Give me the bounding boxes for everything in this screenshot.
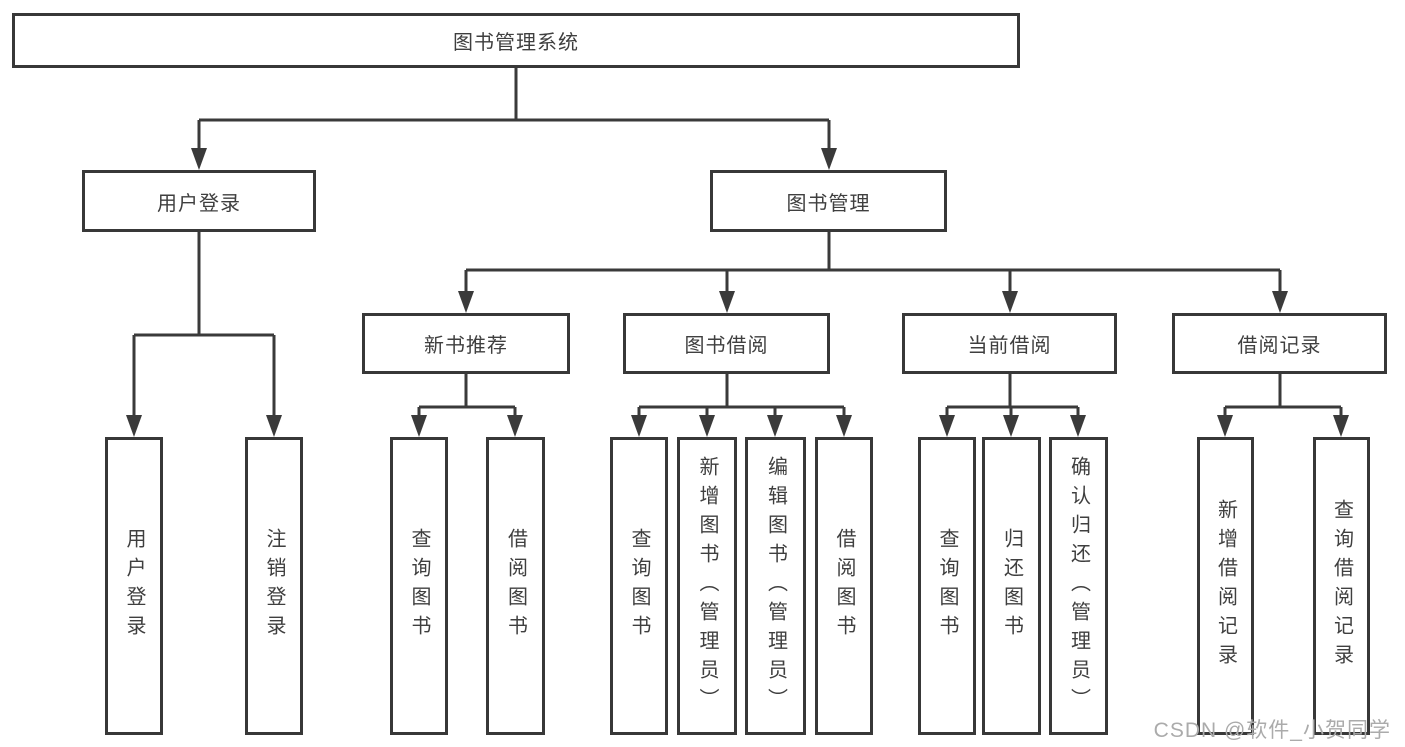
node-label: 归还图书 xyxy=(1000,528,1023,644)
node-label: 新增借阅记录 xyxy=(1214,499,1237,673)
node-label: 新增图书（管理员） xyxy=(696,455,718,717)
node-borrow-records: 借阅记录 xyxy=(1172,313,1387,374)
node-label: 借阅图书 xyxy=(504,528,527,644)
leaf-add-borrow-record: 新增借阅记录 xyxy=(1197,437,1254,735)
leaf-add-book-admin: 新增图书（管理员） xyxy=(677,437,737,735)
leaf-confirm-return-admin: 确认归还（管理员） xyxy=(1049,437,1108,735)
leaf-edit-book-admin: 编辑图书（管理员） xyxy=(745,437,806,735)
leaf-query-borrow-record: 查询借阅记录 xyxy=(1313,437,1370,735)
node-label: 编辑图书（管理员） xyxy=(764,455,787,717)
node-root-system: 图书管理系统 xyxy=(12,13,1020,68)
leaf-return-book: 归还图书 xyxy=(982,437,1041,735)
leaf-user-login: 用户登录 xyxy=(105,437,163,735)
node-label: 新书推荐 xyxy=(424,335,508,357)
node-label: 查询图书 xyxy=(628,528,650,644)
leaf-borrow-book-newrec: 借阅图书 xyxy=(486,437,545,735)
node-label: 确认归还（管理员） xyxy=(1067,455,1090,717)
node-label: 图书借阅 xyxy=(684,335,769,357)
leaf-query-book-newrec: 查询图书 xyxy=(390,437,448,735)
leaf-borrow-book-borrow: 借阅图书 xyxy=(815,437,873,735)
connector-root-to-level2 xyxy=(191,68,837,170)
node-label: 借阅图书 xyxy=(833,528,855,644)
connector-userlogin-to-leaves xyxy=(126,232,282,437)
connector-bookborrow-to-leaves xyxy=(631,374,852,437)
node-label: 注销登录 xyxy=(263,528,285,644)
node-label: 当前借阅 xyxy=(967,335,1052,357)
node-current-borrowing: 当前借阅 xyxy=(902,313,1117,374)
connector-borrowrecords-to-leaves xyxy=(1217,374,1349,437)
leaf-logout: 注销登录 xyxy=(245,437,303,735)
node-label: 借阅记录 xyxy=(1237,335,1322,357)
connector-currentborrow-to-leaves xyxy=(939,374,1086,437)
connector-newbookrec-to-leaves xyxy=(411,374,523,437)
node-label: 图书管理系统 xyxy=(453,32,579,54)
node-label: 查询图书 xyxy=(408,528,430,644)
node-label: 查询图书 xyxy=(936,528,958,644)
node-label: 用户登录 xyxy=(123,528,145,644)
node-label: 图书管理 xyxy=(786,192,871,215)
connector-bookmgmt-to-level3 xyxy=(458,232,1288,313)
node-book-borrowing: 图书借阅 xyxy=(623,313,830,374)
node-book-management: 图书管理 xyxy=(710,170,947,232)
node-label: 用户登录 xyxy=(157,192,241,215)
node-user-login-group: 用户登录 xyxy=(82,170,316,232)
csdn-watermark: CSDN @软件_小贺同学 xyxy=(1153,719,1391,742)
node-label: 查询借阅记录 xyxy=(1330,499,1353,673)
leaf-query-book-borrow: 查询图书 xyxy=(610,437,668,735)
leaf-query-book-current: 查询图书 xyxy=(918,437,976,735)
node-new-book-recommend: 新书推荐 xyxy=(362,313,570,374)
